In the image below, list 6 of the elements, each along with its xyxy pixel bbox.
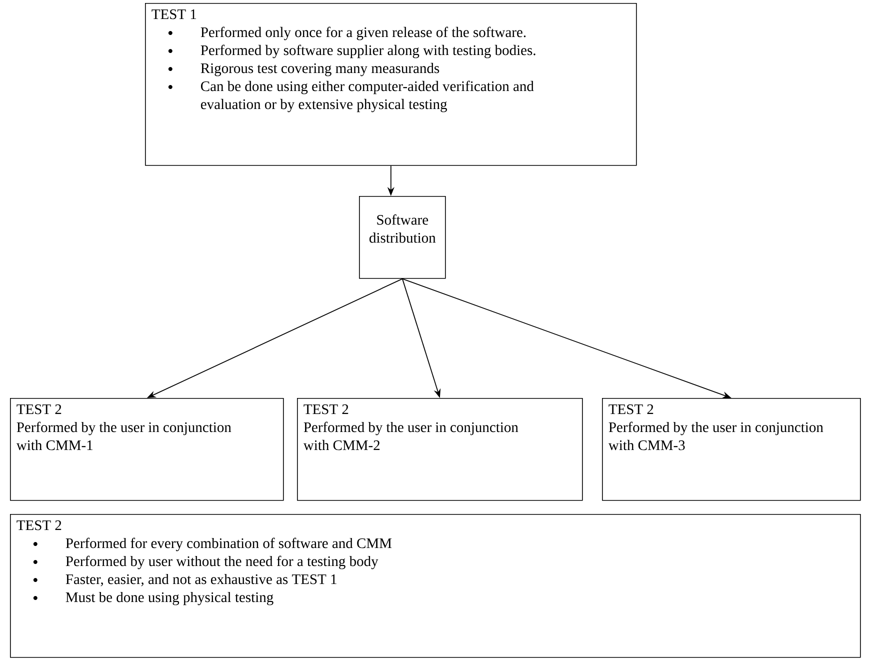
text-box: TEST 1 Performed only once for a given release of the software. Performed by software supplier along with testing bodies. Rigorous test covering many measurands Can be done using either computer-aided verification and evaluation or by extensive physical testing [145, 3, 637, 166]
text-box: TEST 2 Performed for every combination of software and CMM Performed by user without the need for a testing body Faster, easier, and not as exhaustive as TEST 1 Must be done using physical testing [10, 514, 861, 658]
process-box: Software distribution [359, 196, 446, 279]
text-box: TEST 2 Performed by the user in conjunction with CMM-1 [10, 398, 284, 501]
text-box: TEST 2 Performed by the user in conjunction with CMM-3 [602, 398, 861, 501]
text-box: TEST 2 Performed by the user in conjunction with CMM-2 [297, 398, 583, 501]
